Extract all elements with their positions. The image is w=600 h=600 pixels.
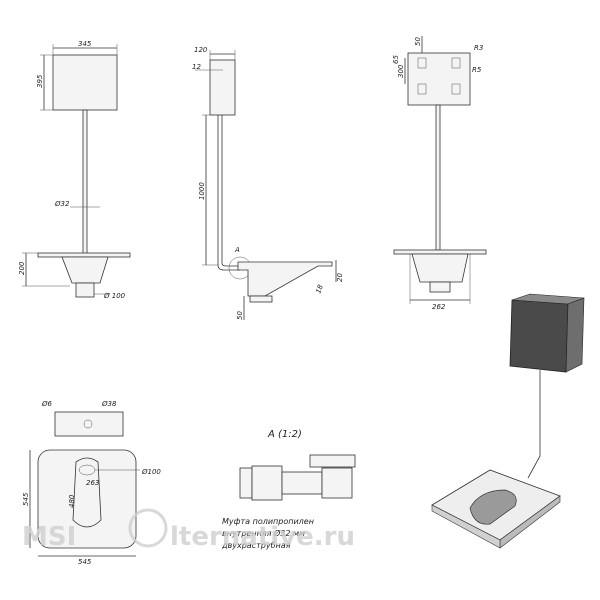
right-outlet [429, 281, 451, 293]
side-detail-ref: A [234, 246, 240, 254]
front-pipe-label: Ø32 [54, 200, 70, 208]
plan-bowl-length-label: 480 [68, 494, 76, 508]
detail-view: A (1:2) Муфта полипропилен внутренняя Ø3… [221, 429, 356, 550]
plan-cistern [54, 411, 124, 437]
side-offset-label: 12 [192, 63, 201, 71]
right-hole-bottom-right [451, 83, 461, 95]
right-spacing-label: 300 [397, 64, 405, 78]
front-view: 345 395 Ø32 200 Ø 100 [18, 40, 131, 300]
detail-pipe-middle [281, 471, 323, 495]
plan-large-hole-label: Ø38 [101, 400, 117, 408]
right-radius-top-label: R3 [474, 44, 483, 52]
side-top-width-label: 120 [194, 46, 208, 54]
detail-coupling [251, 465, 283, 501]
plan-pan-bowl [72, 457, 102, 528]
detail-caption-line-3: двухраструбная [221, 541, 291, 550]
front-outlet-label: Ø 100 [103, 292, 126, 300]
plan-outlet-label: Ø100 [141, 468, 161, 476]
front-outlet [75, 282, 95, 298]
iso-cistern-side [565, 297, 585, 373]
right-hole-bottom-left [417, 83, 427, 95]
plan-small-hole-label: Ø6 [41, 400, 53, 408]
front-pan-plate [37, 252, 131, 258]
right-hole-top-right [451, 57, 461, 69]
right-pan-bowl [411, 253, 469, 283]
side-cistern [209, 59, 236, 116]
iso-flush-pipe [527, 370, 541, 479]
side-pipe-label: 1000 [198, 182, 206, 200]
right-hole-dim-label: 65 [392, 55, 400, 64]
plan-view: Ø6 Ø38 263 480 Ø100 545 545 [22, 400, 161, 566]
plan-depth-label: 545 [22, 492, 30, 506]
right-cistern [407, 52, 471, 106]
watermark-left: MSI [22, 522, 76, 552]
iso-cistern-front [509, 299, 569, 373]
watermark-right: lternative.ru [170, 522, 355, 552]
right-view: 50 65 300 R3 R5 262 [392, 36, 487, 311]
right-pan-plate [393, 249, 487, 255]
right-top-dim-label: 50 [414, 37, 422, 46]
isometric-view [431, 293, 585, 549]
front-flush-pipe [82, 109, 88, 256]
plan-large-hole [83, 419, 93, 429]
front-pan-bowl [61, 256, 109, 284]
right-flush-pipe [435, 104, 441, 251]
side-drop-label: 50 [236, 311, 244, 320]
watermark: MSI lternative.ru [22, 508, 355, 552]
detail-pipe-left [239, 467, 253, 499]
plan-bowl-width-label: 263 [86, 479, 99, 487]
front-base-label: 200 [18, 261, 26, 275]
front-height-label: 395 [36, 74, 44, 88]
detail-elbow [321, 467, 353, 499]
front-width-label: 345 [78, 40, 92, 48]
watermark-logo [128, 508, 168, 548]
iso-pan-bowl [469, 489, 517, 525]
detail-pan-edge [309, 454, 356, 468]
right-hole-top-left [417, 57, 427, 69]
right-radius-side-label: R5 [472, 66, 482, 74]
side-view: 120 12 1000 A 50 18 20 [192, 46, 344, 320]
right-base-label: 262 [432, 303, 446, 311]
detail-caption-line-1: Муфта полипропилен [222, 517, 314, 526]
detail-title: A (1:2) [267, 429, 302, 440]
plan-width-label: 545 [78, 558, 92, 566]
detail-caption-line-2: внутренняя Ø32 мм [222, 528, 305, 538]
front-cistern [52, 54, 118, 111]
side-angle-label: 18 [314, 283, 325, 295]
side-outlet [249, 295, 273, 303]
side-rim-label: 20 [336, 273, 344, 282]
